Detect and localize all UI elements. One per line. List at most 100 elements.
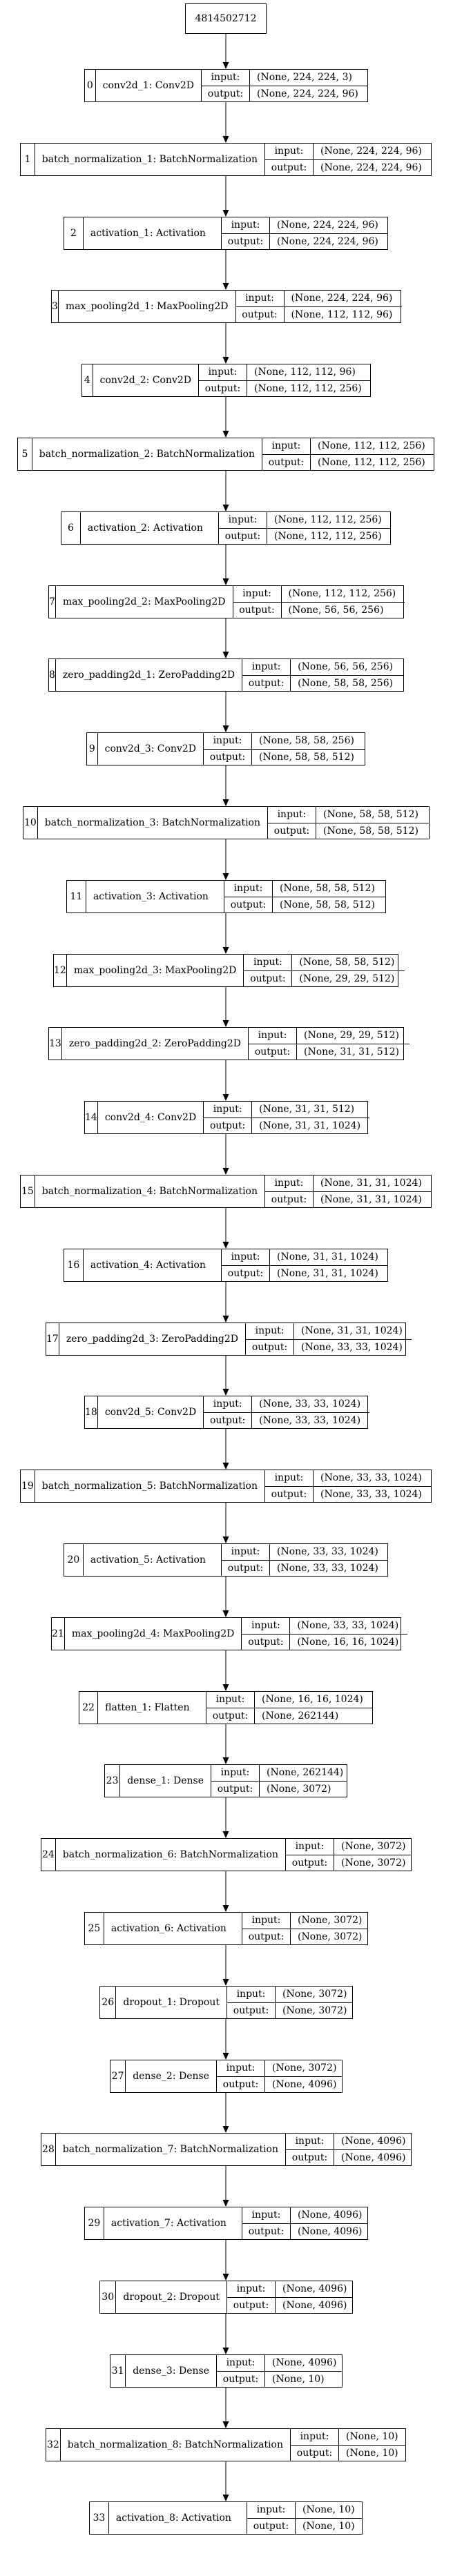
output-label: output: [262, 454, 311, 470]
output-label: output: [227, 2297, 276, 2313]
layer-output-row: output:(None, 31, 31, 1024) [222, 1265, 387, 1281]
edge-arrowhead-27 [222, 2053, 229, 2060]
output-shape-value: (None, 224, 224, 96) [277, 235, 378, 247]
layer-input-row: input:(None, 112, 112, 256) [262, 438, 434, 454]
edge-arrowhead-5 [222, 431, 229, 438]
layer-output-row: output:(None, 58, 58, 512) [204, 748, 365, 765]
edge-arrowhead-10 [222, 799, 229, 806]
output-label: output: [222, 1265, 270, 1281]
output-shape-value: (None, 4096) [341, 2151, 406, 2163]
output-shape-value: (None, 10) [346, 2447, 398, 2459]
edge-arrowhead-22 [222, 1684, 229, 1691]
layer-output-row: output:(None, 56, 56, 256) [233, 601, 405, 618]
input-shape-value: (None, 33, 33, 1024) [277, 1546, 378, 1558]
input-label: input: [268, 807, 316, 823]
layer-output-row: output:(None, 29, 29, 512) [244, 970, 405, 986]
input-label: input: [265, 1175, 314, 1191]
input-shape-value: (None, 29, 29, 512) [304, 1030, 399, 1042]
layer-input-row: input:(None, 33, 33, 1024) [204, 1396, 369, 1412]
layer-index: 31 [110, 2355, 126, 2387]
layer-input-row: input:(None, 3072) [242, 1913, 367, 1929]
layer-output-row: output:(None, 4096) [242, 2223, 367, 2239]
layer-output-row: output:(None, 33, 33, 1024) [265, 1485, 431, 1502]
layer-output-row: output:(None, 112, 112, 96) [235, 306, 402, 322]
edge-arrowhead-16 [222, 1242, 229, 1249]
layer-output-row: output:(None, 58, 58, 512) [224, 896, 385, 913]
layer-output-row: output:(None, 4096) [217, 2076, 342, 2092]
root-node-label: 4814502712 [195, 13, 257, 24]
layer-name: flatten_1: Flatten [105, 1702, 190, 1713]
output-label: output: [211, 1781, 260, 1797]
output-shape-value: (None, 33, 33, 1024) [259, 1414, 361, 1426]
layer-output-row: output:(None, 4096) [227, 2296, 352, 2313]
layer-output-row: output:(None, 31, 31, 512) [249, 1043, 410, 1060]
layer-index: 6 [61, 512, 81, 544]
input-shape-value: (None, 112, 112, 96) [254, 367, 356, 378]
output-shape-value: (None, 112, 112, 256) [254, 382, 362, 394]
layer-name: max_pooling2d_4: MaxPooling2D [71, 1628, 235, 1639]
layer-index: 11 [67, 881, 86, 913]
output-label: output: [236, 306, 285, 322]
layer-input-row: input:(None, 3072) [286, 1839, 411, 1855]
output-shape-value: (None, 31, 31, 1024) [259, 1120, 361, 1131]
output-shape-value: (None, 29, 29, 512) [299, 973, 395, 984]
layer-index: 24 [41, 1839, 56, 1871]
input-shape-value: (None, 58, 58, 256) [259, 735, 354, 747]
output-label: output: [204, 749, 252, 765]
input-shape-value: (None, 3072) [298, 1915, 363, 1926]
output-shape-value: (None, 224, 224, 96) [320, 162, 422, 173]
layer-shapes: input:(None, 4096)output:(None, 4096) [242, 2207, 367, 2239]
edge-arrowhead-31 [222, 2348, 229, 2354]
layer-output-row: output:(None, 33, 33, 1024) [204, 1412, 370, 1428]
input-label: input: [233, 586, 282, 602]
output-label: output: [204, 1118, 253, 1133]
input-shape-value: (None, 224, 224, 96) [291, 293, 393, 304]
edge-arrowhead-33 [222, 2495, 229, 2501]
layer-index: 30 [100, 2281, 117, 2313]
layer-index: 27 [110, 2060, 126, 2092]
layer-shapes: input:(None, 58, 58, 512)output:(None, 2… [243, 955, 405, 986]
input-label: input: [265, 144, 314, 159]
input-label: input: [206, 1692, 255, 1708]
input-label: input: [227, 1987, 276, 2002]
input-label: input: [291, 2429, 339, 2445]
input-label: input: [222, 1249, 270, 1265]
layer-output-row: output:(None, 3072) [286, 1854, 411, 1871]
layer-index: 14 [85, 1102, 98, 1133]
layer-shapes: input:(None, 112, 112, 256)output:(None,… [262, 438, 434, 470]
input-label: input: [227, 2281, 276, 2297]
output-label: output: [265, 159, 314, 175]
output-label: output: [268, 823, 316, 839]
layer-name: batch_normalization_4: BatchNormalizatio… [41, 1186, 258, 1197]
layer-name: dense_2: Dense [133, 2071, 209, 2082]
layer-name: activation_4: Activation [90, 1260, 206, 1271]
input-shape-value: (None, 10) [302, 2504, 355, 2516]
output-label: output: [242, 1634, 291, 1650]
layer-input-row: input:(None, 4096) [286, 2134, 411, 2149]
edge-arrowhead-23 [222, 1757, 229, 1764]
layer-output-row: output:(None, 16, 16, 1024) [242, 1633, 408, 1650]
layer-index: 22 [79, 1692, 99, 1724]
input-label: input: [242, 1618, 291, 1634]
layer-name: max_pooling2d_3: MaxPooling2D [73, 965, 237, 976]
output-shape-value: (None, 56, 56, 256) [288, 604, 384, 616]
edge-arrowhead-0 [222, 62, 229, 69]
input-label: input: [246, 1323, 295, 1339]
edge-arrowhead-13 [222, 1020, 229, 1027]
edge-arrowhead-11 [222, 873, 229, 880]
layer-name: activation_8: Activation [115, 2512, 231, 2524]
input-label: input: [244, 955, 293, 970]
input-label: input: [217, 2060, 265, 2076]
layer-shapes: input:(None, 10)output:(None, 10) [290, 2429, 405, 2461]
input-label: input: [286, 2134, 334, 2149]
layer-output-row: output:(None, 58, 58, 256) [242, 674, 404, 691]
output-shape-value: (None, 58, 58, 512) [323, 825, 418, 837]
layer-input-row: input:(None, 16, 16, 1024) [206, 1692, 372, 1708]
layer-shapes: input:(None, 31, 31, 1024)output:(None, … [264, 1175, 431, 1207]
